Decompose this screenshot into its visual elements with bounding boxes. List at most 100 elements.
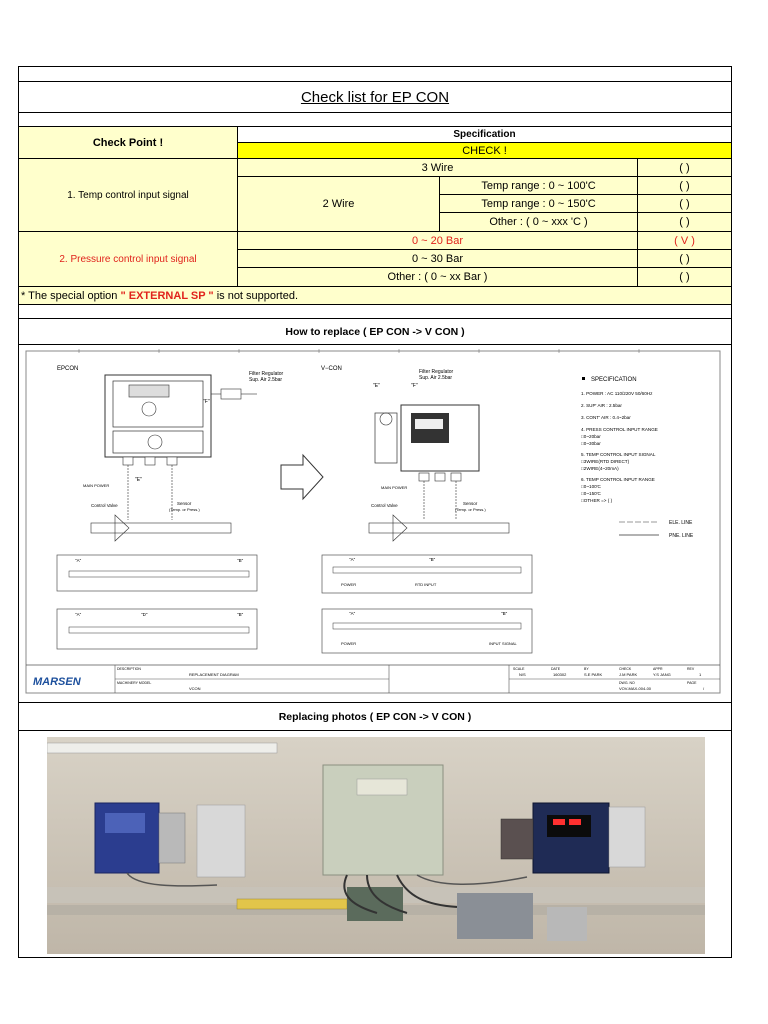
three-wire-mark: ( ): [637, 159, 731, 177]
rev-value: 1: [699, 672, 702, 677]
terminal-b-label: "B": [237, 612, 244, 617]
input-signal-label: INPUT SIGNAL: [489, 641, 517, 646]
spec-line: □0~20bar: [581, 434, 601, 439]
label-e: "E": [373, 383, 380, 389]
title-row: Check list for EP CON: [19, 82, 731, 113]
marsen-logo: MARSEN: [33, 676, 82, 688]
dwg-value: VOV-MAX-004-00: [619, 686, 652, 691]
check-banner: CHECK !: [237, 142, 731, 158]
check-label: CHECK: [619, 667, 632, 671]
spec-line: □OTHER => ( ): [581, 498, 613, 503]
note-suffix: is not supported.: [213, 289, 299, 302]
temp-option-mark: ( ): [637, 195, 731, 213]
spec-line: □0~100'C: [581, 484, 602, 489]
scale-value: N/S: [519, 672, 526, 677]
blank-row: [19, 305, 731, 319]
machinery-value: VCON: [189, 686, 201, 691]
filter-sub-label: Sup. Air 2.5bar: [249, 377, 282, 383]
filter-label: Filter Regulator: [419, 369, 454, 375]
spec-line: 6. TEMP CONTROL INPUT RANGE: [581, 477, 655, 482]
blank-row: [19, 67, 731, 82]
spec-header: Specification: [237, 127, 731, 142]
label-e: "E": [135, 477, 142, 483]
temp-option-mark: ( ): [637, 177, 731, 195]
pressure-option-mark: ( V ): [637, 232, 731, 250]
temp-option: Other : ( 0 ~ xxx 'C ): [439, 213, 637, 231]
temp-option: Temp range : 0 ~ 150'C: [439, 195, 637, 213]
vcon-device: [532, 802, 610, 874]
sensor-label: Sensor: [177, 501, 192, 506]
spec-line: □0~150'C: [581, 491, 602, 496]
filter-sub-label: Sup. Air 2.5bar: [419, 375, 452, 381]
replacing-photo: [47, 737, 705, 954]
pne-line-label: PNE. LINE: [669, 533, 694, 539]
terminal-b-label: "B": [237, 558, 244, 563]
vcon-label: V−CON: [321, 366, 342, 372]
terminal-a-label: "A": [75, 612, 82, 617]
pressure-block: 2. Pressure control input signal 0 ~ 20 …: [19, 232, 731, 287]
machinery-label: MACHINERY MODEL: [117, 681, 151, 685]
pressure-option-mark: ( ): [637, 268, 731, 286]
temp-block: 1. Temp control input signal 3 Wire ( ) …: [19, 159, 731, 232]
epcon-terminal-2: [56, 608, 258, 650]
date-value: 160302: [553, 672, 567, 677]
spec-line: 3. CONT' AIR : 0.4~2bar: [581, 415, 631, 420]
ele-line-label: ELE. LINE: [669, 520, 693, 526]
sensor-sub-label: (Temp. or Press.): [169, 507, 200, 512]
terminal-a-label: "A": [349, 557, 356, 562]
replace-header-row: How to replace ( EP CON -> V CON ): [19, 319, 731, 345]
terminal-a-label: "A": [75, 558, 82, 563]
spec-line: 4. PRESS CONTROL INPUT RANGE: [581, 427, 658, 432]
sensor-sub-label: (Temp. or Press.): [455, 507, 486, 512]
note-highlight: " EXTERNAL SP ": [120, 289, 214, 302]
photos-header-row: Replacing photos ( EP CON -> V CON ): [19, 703, 731, 731]
terminal-b-label: "B": [429, 557, 436, 562]
spec-line: 2. SUP' AIR : 2.5bar: [581, 403, 622, 408]
epcon-terminal-1: [56, 554, 258, 592]
desc-label: DESCRIPTION: [117, 667, 141, 671]
temp-option-mark: ( ): [637, 213, 731, 231]
pressure-option: 0 ~ 30 Bar: [237, 250, 637, 268]
appr-value: Y.S JANG: [653, 672, 671, 677]
pressure-option-mark: ( ): [637, 250, 731, 268]
check-value: J.M PARK: [619, 672, 637, 677]
terminal-a-label: "A": [349, 611, 356, 616]
spec-title: SPECIFICATION: [591, 377, 637, 383]
diagram-row: EPCON Filter Regulator Sup. Air 2.5bar "…: [19, 345, 731, 703]
note-prefix: * The special option: [21, 289, 121, 302]
vcon-terminal-2: [321, 608, 533, 654]
checkpoint-header: Check Point !: [92, 136, 164, 149]
vcon-terminal-1: [321, 554, 533, 594]
photo-illustration: [47, 737, 705, 954]
power-label: POWER: [341, 582, 356, 587]
sensor-label: Sensor: [463, 501, 478, 506]
spec-line: □0~30bar: [581, 441, 601, 446]
appr-label: APPR: [653, 667, 663, 671]
terminal-d-label: "D": [141, 612, 148, 617]
by-value: S.E PARK: [584, 672, 602, 677]
page-label: PAGE: [687, 681, 697, 685]
rtd-input-label: RTD INPUT: [415, 582, 437, 587]
power-label: POWER: [341, 641, 356, 646]
header-row: Check Point ! Specification CHECK !: [19, 127, 731, 159]
pressure-label: 2. Pressure control input signal: [59, 253, 197, 265]
page-value: /: [703, 686, 705, 691]
by-label: BY: [584, 667, 589, 671]
main-power-label: MAIN POWER: [83, 483, 109, 488]
two-wire: 2 Wire: [237, 177, 439, 231]
blank-row: [19, 113, 731, 127]
date-label: DATE: [551, 667, 561, 671]
replace-arrow-icon: [280, 453, 324, 501]
main-power-label: MAIN POWER: [381, 485, 407, 490]
dwg-label: DWG. NO: [619, 681, 635, 685]
photos-header: Replacing photos ( EP CON -> V CON ): [278, 710, 472, 723]
terminal-b-label: "B": [501, 611, 508, 616]
pressure-option: 0 ~ 20 Bar: [237, 232, 637, 250]
spec-list: 1. POWER : AC 110/220V 50/60Hz 2. SUP' A…: [581, 391, 658, 503]
desc-value: REPLACEMENT DIAGRAM: [189, 672, 239, 677]
three-wire: 3 Wire: [237, 159, 637, 177]
control-valve-label: Control Valve: [91, 503, 118, 508]
pressure-option: Other : ( 0 ~ xx Bar ): [237, 268, 637, 286]
label-f: "F": [411, 383, 418, 389]
epcon-label: EPCON: [57, 366, 78, 372]
